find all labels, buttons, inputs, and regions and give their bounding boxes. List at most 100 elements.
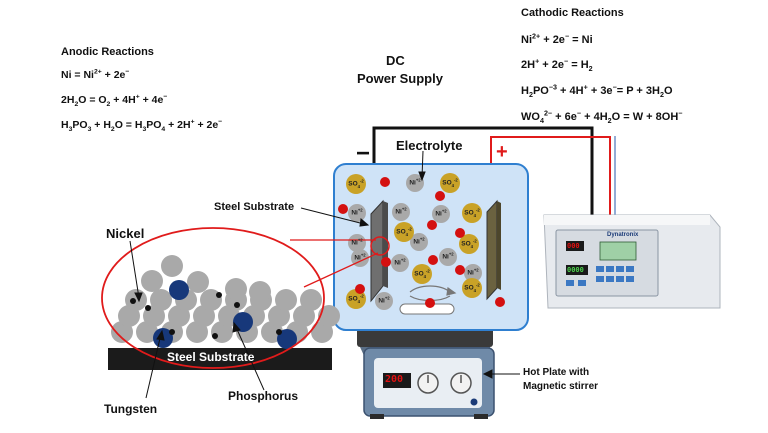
phosphorus-particle (212, 333, 218, 339)
cathodic-equation-2: 2H+ + 2e− = H2 (521, 57, 593, 74)
so4-ion (346, 174, 366, 194)
ni-ion (406, 174, 424, 192)
so4-ion (462, 278, 482, 298)
ni-ion (391, 254, 409, 272)
ni-ion-label: Ni+2 (351, 207, 363, 217)
tungsten-label: Tungsten (104, 402, 158, 416)
so4-ion-label: SO4-2 (461, 238, 477, 249)
ni-ion (392, 203, 410, 221)
nickel-label: Nickel (106, 226, 145, 241)
red-ion (435, 191, 445, 201)
ps-lcd-screen (599, 241, 637, 261)
ni-ion (464, 264, 482, 282)
ni-ion-label: Ni+2 (378, 295, 390, 305)
so4-ion-label: SO4-2 (442, 177, 458, 188)
negative-terminal-sign: − (356, 140, 371, 167)
nickel-particle (141, 270, 163, 292)
so4-ion (394, 222, 414, 242)
phosphorus-particle (145, 305, 151, 311)
red-ion (380, 177, 390, 187)
so4-ion-label: SO4-2 (464, 207, 480, 218)
ps-display-mid-panel (566, 265, 588, 275)
cathodic-equation-4: WO42− + 6e− + 4H2O = W + 8OH− (521, 109, 683, 126)
ni-ion (432, 205, 450, 223)
red-ion (427, 220, 437, 230)
nickel-particle (225, 278, 247, 300)
ni-ion-label: Ni+2 (435, 208, 447, 218)
ni-ion-label: Ni+2 (409, 177, 421, 187)
hot-plate (357, 325, 495, 419)
red-ion (455, 265, 465, 275)
nickel-particle (187, 271, 209, 293)
dc-power-supply (543, 214, 721, 309)
so4-ion-label: SO4-2 (396, 226, 412, 237)
so4-ion (440, 173, 460, 193)
red-ion (455, 228, 465, 238)
hotplate-display: 200 (385, 374, 404, 385)
phosphorus-particle (234, 302, 240, 308)
hot-plate-label: Hot Plate with Magnetic stirrer (523, 367, 599, 392)
red-ion (381, 257, 391, 267)
so4-ion-label: SO4-2 (348, 293, 364, 304)
hotplate-display-panel (383, 373, 411, 388)
tungsten-particle (277, 329, 297, 349)
ni-ion (375, 292, 393, 310)
electrolyte-label: Electrolyte (396, 138, 463, 153)
so4-ion-label: SO4-2 (348, 178, 364, 189)
tungsten-particle (169, 280, 189, 300)
ps-display-mid: 0000 (567, 266, 584, 274)
nickel-particle (318, 305, 340, 327)
anodic-title: Anodic Reactions (61, 46, 154, 58)
ps-keypad[interactable] (566, 266, 634, 286)
cathodic-equation-3: H2PO−3 + 4H+ + 3e−= P + 3H2O (521, 83, 673, 100)
cathodic-title: Cathodic Reactions (521, 7, 624, 19)
nickel-particle (300, 289, 322, 311)
so4-ion (346, 289, 366, 309)
steel-substrate-label: Steel Substrate (214, 201, 295, 213)
ni-ion (348, 204, 366, 222)
red-ion (425, 298, 435, 308)
nickel-particle (249, 281, 271, 303)
ni-ion (348, 234, 366, 252)
anodic-equation-3: H3PO3 + H2O = H3PO4 + 2H+ + 2e− (61, 118, 223, 134)
so4-ion (412, 264, 432, 284)
ni-ion-label: Ni+2 (394, 257, 406, 267)
cathodic-equation-1: Ni2+ + 2e− = Ni (521, 32, 593, 46)
red-ion (495, 297, 505, 307)
power-supply-label: Power Supply (357, 71, 443, 86)
phosphorus-particle (276, 329, 282, 335)
so4-ion (459, 234, 479, 254)
ni-ion (439, 248, 457, 266)
ni-ion-label: Ni+2 (467, 267, 479, 277)
red-ion (338, 204, 348, 214)
nickel-particle (161, 255, 183, 277)
anode-nickel (486, 199, 501, 301)
cathode-steel-substrate (370, 199, 388, 303)
so4-ion (462, 203, 482, 223)
anodic-equation-1: Ni = Ni2+ + 2e− (61, 68, 130, 81)
ps-brand: Dynatronix (607, 232, 639, 238)
ps-display-top: 000 (567, 242, 580, 250)
ni-ion (410, 233, 428, 251)
zoom-source-circle (370, 236, 390, 256)
deposit-particles (111, 255, 340, 349)
red-ion (428, 255, 438, 265)
positive-terminal-sign: + (496, 141, 508, 163)
steel-substrate-bar (108, 348, 332, 370)
nickel-particle (150, 289, 172, 311)
phosphorus-label: Phosphorus (228, 389, 299, 403)
phosphorus-particle (216, 292, 222, 298)
solution-ions (338, 173, 505, 310)
ni-ion-label: Ni+2 (354, 252, 366, 262)
ni-ion-label: Ni+2 (442, 251, 454, 261)
zoom-line-bottom (303, 252, 379, 288)
red-ion (355, 284, 365, 294)
dc-label: DC (386, 53, 405, 68)
ni-ion-label: Ni+2 (351, 237, 363, 247)
power-button[interactable] (470, 398, 478, 406)
pointer-arrows (129, 150, 520, 399)
wire-negative (372, 126, 594, 222)
ni-ion (351, 249, 369, 267)
